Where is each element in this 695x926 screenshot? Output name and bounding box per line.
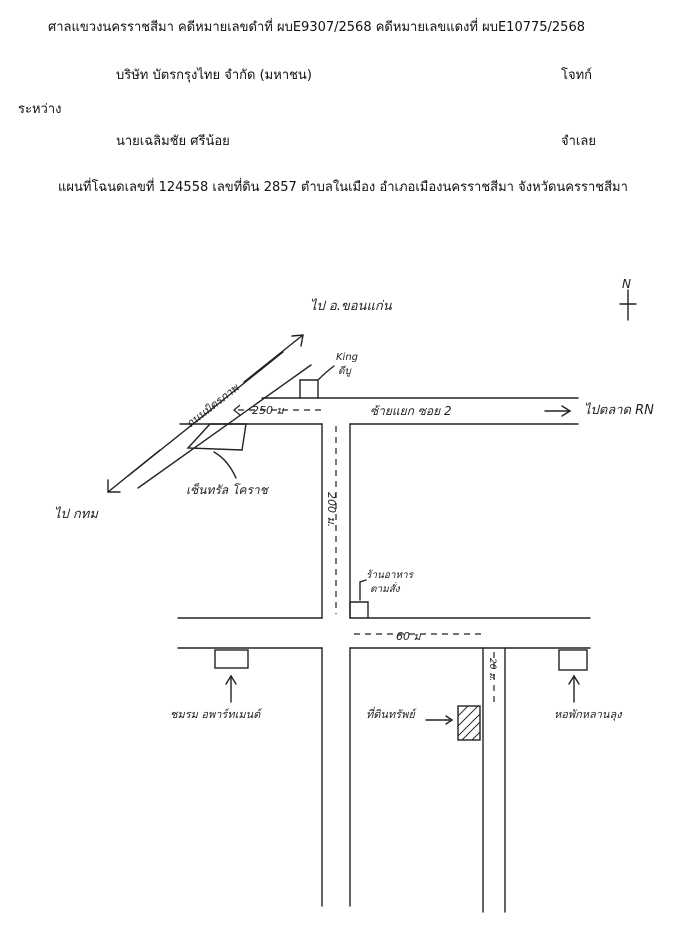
apartment-building [214,649,249,669]
target-plot [457,705,481,741]
apartment-label: ชมรม อพาร์ทเมนต์ [170,708,263,721]
king-pointer [317,365,335,381]
dist-250-label: 250 ม [252,404,284,417]
north-label: N [622,277,631,291]
defendant-name: นายเฉลิมชัย ศรีน้อย [116,134,230,149]
restaurant-box [349,601,369,619]
diagonal-road-name: ถนนมิตรภาพ [184,380,243,430]
target-hatch [457,705,481,741]
diagonal-road-edge-2 [137,364,312,489]
soi-2-label: ซ้ายแยก ซอย 2 [370,404,452,418]
plaintiff-name: บริษัท บัตรกรุงไทย จำกัด (มหาชน) [116,68,312,83]
defendant-role: จำเลย [561,134,596,149]
dist-20-label: 20 ม. [487,658,497,681]
case-number-line: ศาลแขวงนครราชสีมา คดีหมายเลขดำที่ ผบE930… [48,20,585,35]
dist-250-arrowhead [233,404,241,416]
dorm-building [558,649,588,671]
central-label: เซ็นทรัล โคราช [186,482,270,497]
restaurant-label: ร้านอาหาร [366,569,415,581]
to-khonkaen-label: ไป อ.ขอนแก่น [310,298,393,314]
central-land-outline [186,423,247,451]
dorm-label: หอพักหลานลุง [554,708,623,721]
to-bangkok-label: ไป กทม [54,506,99,522]
restaurant-label-2: ตามสั่ง [370,581,401,595]
dist-200-label: 200 ม. [325,492,338,527]
diagonal-arrow-down [107,449,161,493]
target-label: ที่ดินทรัพย์ [366,706,418,721]
king-label: King [336,352,358,363]
restaurant-pointer [359,579,367,601]
diagonal-arrowhead-up [291,334,304,347]
dist-60-label: 60 ม [396,630,421,643]
dorm-arrowhead [568,674,580,685]
central-pointer [213,451,237,479]
king-shop-box [299,379,319,399]
target-arrowhead [445,715,454,725]
diagonal-arrowhead-down [107,479,121,493]
right-arrowhead [561,405,572,417]
deed-line: แผนที่โฉนดเลขที่ 124558 เลขที่ดิน 2857 ต… [58,180,628,195]
apartment-arrowhead [225,674,237,685]
between-label: ระหว่าง [18,102,62,117]
king-label-2: ดีบู [338,365,352,377]
to-market-label: ไปตลาด RN [584,402,654,418]
plaintiff-role: โจทก์ [561,68,593,83]
diagonal-arrow-up [243,334,304,383]
